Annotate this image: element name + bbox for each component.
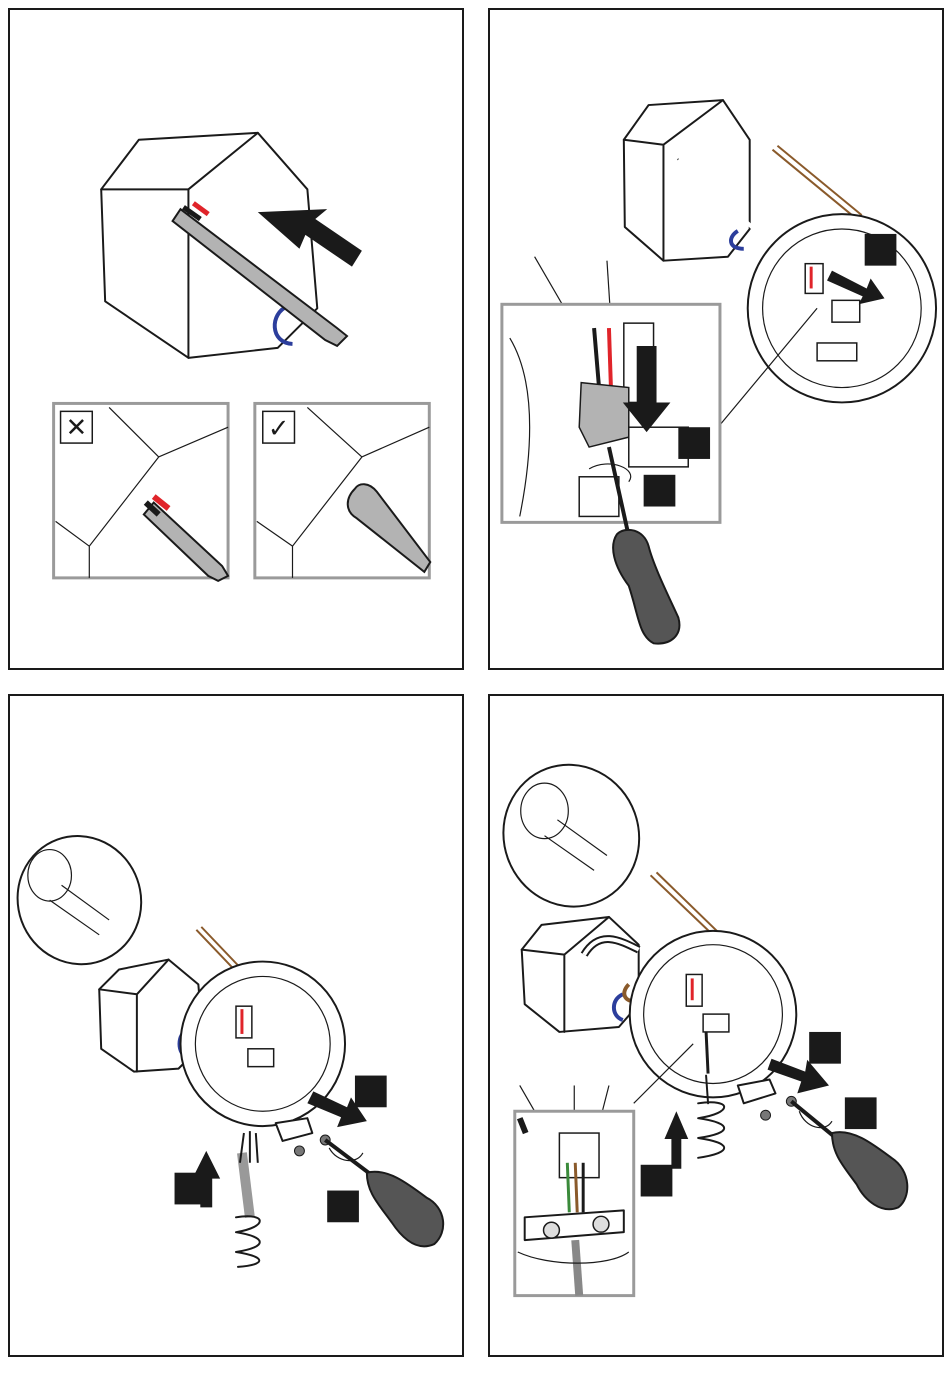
step-marker-2 [641, 1165, 673, 1197]
back-box [490, 746, 659, 926]
step-marker-3 [327, 1191, 359, 1223]
step-marker-2 [678, 427, 710, 459]
illustration-secure-clamp [490, 696, 942, 1355]
step-marker-2 [175, 1173, 207, 1205]
junction-box [522, 917, 639, 1032]
cable-clamp [276, 1118, 313, 1141]
back-box [10, 819, 159, 982]
right-mark: ✓ [268, 414, 290, 444]
step-marker-1 [865, 234, 897, 266]
step-marker-3 [845, 1097, 877, 1129]
wrong-example: ✕ [54, 403, 228, 580]
step-marker-1 [355, 1076, 387, 1108]
clamp-detail-inset [515, 1111, 634, 1295]
panel-connect-wires [488, 8, 944, 670]
step-marker-1 [809, 1032, 841, 1064]
panel-insert-cable: ✕ ✓ [8, 8, 464, 670]
illustration-fit-cable [10, 696, 462, 1355]
cable-coil [236, 1131, 260, 1267]
panel-fit-cable [8, 694, 464, 1357]
illustration-insert-cable: ✕ ✓ [10, 10, 462, 668]
panel-secure-clamp [488, 694, 944, 1357]
illustration-connect-wires [490, 10, 942, 668]
step-marker-3 [644, 475, 676, 507]
right-example: ✓ [255, 403, 430, 577]
wrong-mark: ✕ [66, 413, 88, 443]
terminal-detail-inset [502, 304, 720, 522]
